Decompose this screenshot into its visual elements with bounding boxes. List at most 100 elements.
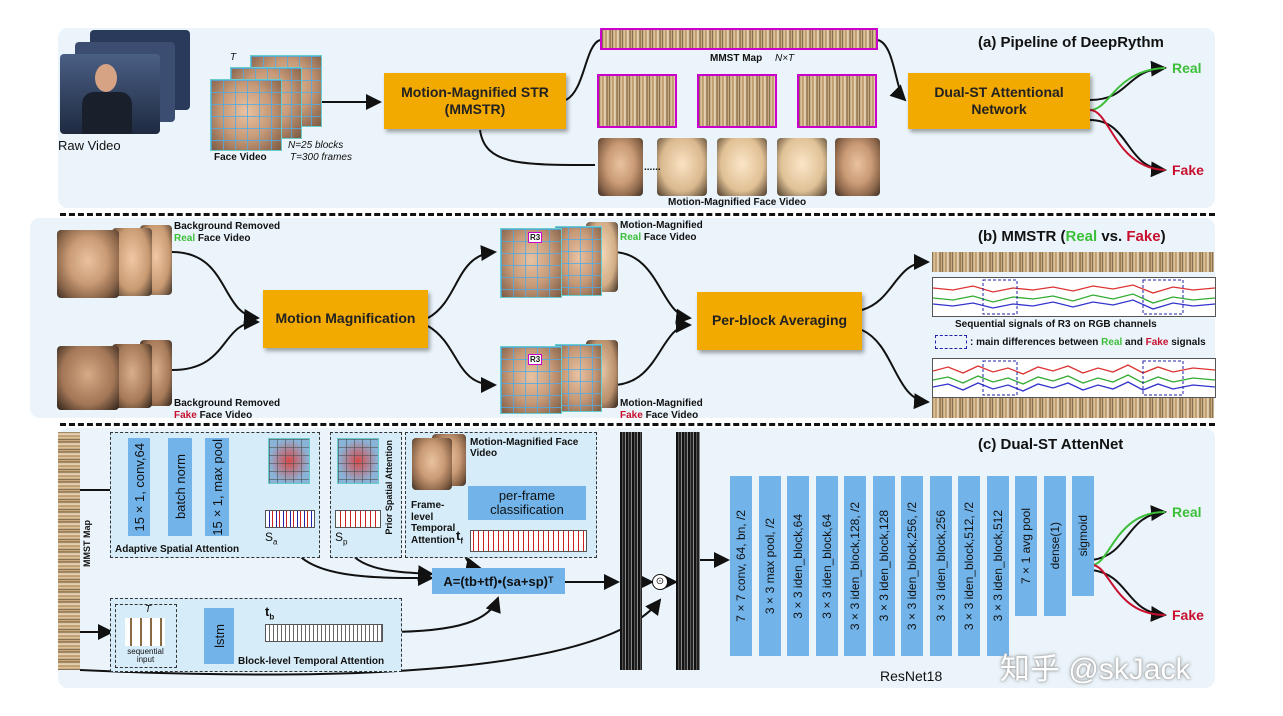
mmst-map-label-c: MMST Map [82,520,92,567]
motion-magnification-box: Motion Magnification [263,290,428,348]
tf-sub: f [460,536,464,546]
real-signal-plot [932,277,1216,317]
lstm-label: lstm [211,624,227,648]
sequential-input-box [115,604,177,668]
real-word-1: Real [174,233,196,244]
person-body [82,92,132,134]
real-word-2: Real [620,232,642,243]
section-c-title: (c) Dual-ST AttenNet [978,436,1124,453]
resnet-layer-5: 3×3 iden_block,128, /2 [844,476,866,656]
resnet-layer-4: 3×3 iden_block,64 [815,476,838,656]
conv-box: 15×1, conv,64 [128,438,150,536]
formula-box: A=(tb+tf)•(sa+sp)ᵀ [432,568,565,594]
sequential-input-label: sequential input [118,647,173,665]
mmst-map-strip [600,28,878,50]
seq-t-label: T [145,604,152,615]
sa-sub: a [273,537,278,547]
adaptive-face-heatmap [268,438,310,484]
real-signal-strip [932,252,1214,272]
bg-removed-fake-line2: Fake Face Video [174,410,252,421]
section-b-title-mid: vs. [1097,228,1127,245]
dual-st-box: Dual-ST Attentional Network [908,73,1090,129]
lstm-box: lstm [204,608,234,664]
main-diff-suffix: signals [1168,337,1206,348]
main-diff-label: : main differences between Real and Fake… [970,337,1206,348]
hadamard-dot: ⊙ [655,576,665,587]
hadamard-circle: ⊙ [652,574,668,590]
sa-label: Sa [265,530,277,546]
mmst-zoom-3 [797,74,877,128]
maxpool-box: 15×1, max pool [205,438,229,536]
tb-sub: b [269,612,275,622]
resnet-layer-label-9: 3×3 iden_block,512, /2 [962,501,976,631]
resnet-layer-12: dense(1) [1043,476,1066,616]
mm-fake-line1: Motion-Magnified [620,398,703,409]
mmstr-box: Motion-Magnified STR (MMSTR) [384,73,566,129]
resnet-layer-3: 3×3 iden_block,64 [787,476,809,656]
section-b-title-suffix: ) [1160,228,1166,245]
sp-plot [335,510,381,528]
resnet-layer-10: 3×3 iden_block,512 [986,476,1009,656]
mmst-map-vertical [58,432,80,670]
resnet18-stack: 7×7 conv, 64, bn, /2 3×3 max pool, /2 3×3 … [730,476,1094,656]
fake-face-front [57,346,119,410]
mm-face-1 [598,138,643,196]
tf-plot [470,530,587,552]
resnet-layer-7: 3×3 iden_block,256, /2 [901,476,923,656]
mm-real-face-mid [555,226,602,296]
sa-text: S [265,530,274,544]
per-frame-box: per-frame classification [468,486,586,520]
mm-fake-face-mid [555,344,602,412]
batchnorm-label: batch norm [172,454,188,520]
resnet-layer-2: 3×3 max pool, /2 [758,476,781,656]
watermark: 知乎 @skJack [1000,653,1191,686]
legend-dash-box [935,335,967,349]
mmst-zoom-1 [597,74,677,128]
frame-level-text: Frame-level Temporal Attention [411,500,456,546]
divider-1 [60,213,1215,216]
mm-face-5 [835,138,880,196]
batchnorm-box: batch norm [168,438,192,536]
real-label-c: Real [1172,504,1202,520]
r3-label-real: R3 [528,232,543,243]
resnet-layer-label-6: 3×3 iden_block,128 [876,510,891,622]
bg-removed-fake-line1: Background Removed [174,398,281,409]
frame-mm-label: Motion-Magnified Face Video [470,437,585,459]
fake-word-1: Fake [174,410,197,421]
face-video-word-2: Face Video [199,410,253,421]
resnet-layer-label-13: sigmoid [1076,515,1090,557]
bg-removed-real-line1: Background Removed [174,221,281,232]
section-a-title: (a) Pipeline of DeepRythm [978,34,1164,51]
attention-map-1 [620,432,642,670]
main-diff-prefix: : main differences between [970,337,1102,348]
seq-bars [125,618,165,646]
sa-plot [265,510,315,528]
resnet-layer-label-10: 3×3 iden_block,512 [990,510,1005,622]
section-b-title-fake: Fake [1126,228,1161,245]
n-blocks-label: N=25 blocks [288,140,344,151]
sp-sub: p [343,537,348,547]
raw-video-label: Raw Video [58,138,121,153]
resnet-layer-1: 7×7 conv, 64, bn, /2 [730,476,752,656]
fake-signal-strip [932,398,1214,418]
maxpool-label: 15×1, max pool [209,438,225,536]
section-b-title-real: Real [1065,228,1098,245]
per-block-averaging-box: Per-block Averaging [697,292,862,350]
resnet-layer-label-4: 3×3 iden_block,64 [819,513,834,619]
tb-label: tb [265,604,274,622]
tb-plot [265,624,383,642]
resnet-layer-label-11: 7×1 avg pool [1019,507,1033,585]
resnet-layer-9: 3×3 iden_block,512, /2 [958,476,980,656]
ellipsis-1: ...... [644,162,661,173]
attention-map-2 [676,432,700,670]
resnet-layer-label-5: 3×3 iden_block,128, /2 [848,501,862,631]
mm-face-4 [777,138,827,196]
mm-real-line1: Motion-Magnified [620,220,703,231]
face-video-label: Face Video [214,152,267,163]
r3-label-fake: R3 [528,354,543,365]
frame-level-label: Frame-level Temporal Attention [411,500,466,546]
adaptive-label: Adaptive Spatial Attention [115,544,240,555]
fake-label-c: Fake [1172,607,1204,623]
fake-word-2: Fake [620,410,643,421]
nxt-label: N×T [775,53,795,64]
